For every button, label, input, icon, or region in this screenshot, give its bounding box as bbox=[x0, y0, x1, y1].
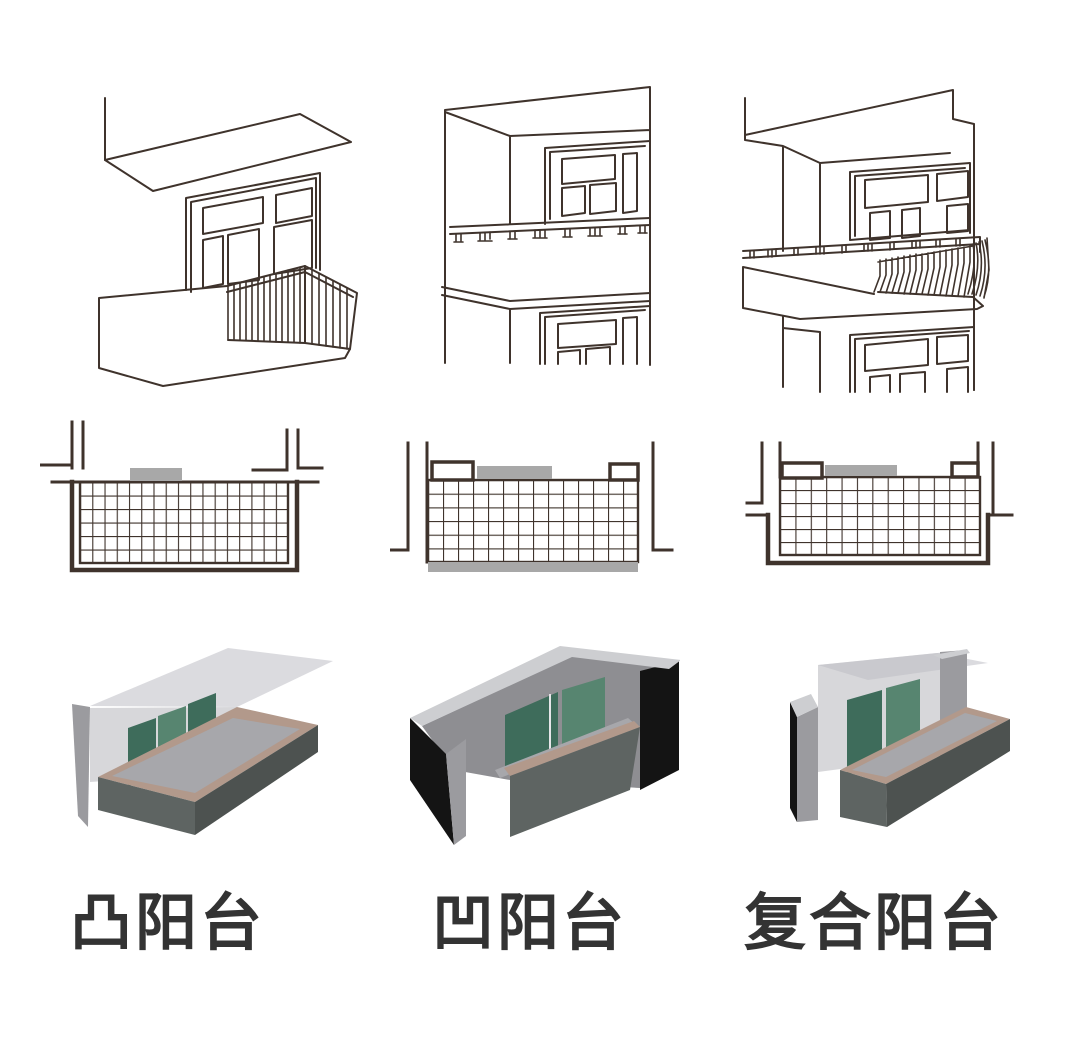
awning-slab bbox=[104, 113, 352, 192]
label-composite-balcony: 复合阳台 bbox=[744, 889, 1005, 958]
lower-window bbox=[539, 305, 651, 365]
side-walls bbox=[390, 441, 674, 564]
open-edge bbox=[428, 562, 638, 572]
wall-end-right bbox=[950, 461, 980, 479]
protruding-balcony-3d-render bbox=[50, 630, 350, 860]
protruding-balcony-elevation-sketch bbox=[60, 80, 380, 400]
glass-panel bbox=[562, 677, 605, 749]
balcony-floor bbox=[852, 713, 997, 777]
door-opening bbox=[825, 465, 897, 476]
floor-hatch-grid bbox=[78, 480, 290, 565]
balcony-slab bbox=[742, 266, 984, 320]
composite-balcony-elevation-sketch bbox=[720, 80, 1020, 410]
parapet-side-face bbox=[886, 719, 1010, 827]
left-column bbox=[797, 707, 818, 822]
lower-window bbox=[782, 326, 975, 393]
parapet-side-face bbox=[195, 725, 318, 835]
glass-panel bbox=[505, 692, 558, 770]
door-opening bbox=[477, 466, 552, 479]
composite-balcony-3d-render bbox=[740, 640, 1040, 860]
recessed-balcony-plan-view bbox=[390, 420, 690, 590]
left-wall-inner bbox=[446, 739, 466, 845]
railing-feet bbox=[453, 232, 648, 243]
side-walls bbox=[40, 420, 324, 472]
upper-window bbox=[849, 162, 971, 241]
label-protruding-balcony: 凸阳台 bbox=[70, 889, 266, 958]
railing-band bbox=[742, 236, 981, 259]
parapet-front-face bbox=[510, 727, 640, 837]
parapet-front-face bbox=[840, 770, 887, 827]
composite-balcony-plan-view bbox=[730, 420, 1030, 590]
door-opening bbox=[130, 468, 182, 481]
balcony-floor bbox=[112, 718, 300, 793]
wall-top-rim bbox=[410, 646, 680, 726]
label-recessed-balcony: 凹阳台 bbox=[432, 889, 628, 958]
balusters bbox=[227, 266, 348, 350]
railing-band bbox=[449, 217, 651, 235]
side-walls bbox=[745, 441, 995, 517]
floor-slab bbox=[441, 286, 651, 364]
parapet-front-face bbox=[98, 777, 195, 835]
left-wall-face bbox=[790, 702, 797, 822]
window-panes bbox=[202, 187, 313, 289]
left-wall-face bbox=[410, 718, 454, 845]
floor-hatch-grid bbox=[426, 478, 640, 564]
wall-end-left bbox=[430, 460, 475, 482]
upper-window bbox=[544, 140, 651, 225]
railing-posts bbox=[455, 225, 646, 242]
recess-frame bbox=[444, 86, 651, 366]
balcony-outer-wall bbox=[69, 479, 300, 573]
floor-hatch-grid bbox=[778, 475, 982, 557]
recessed-balcony-elevation-sketch bbox=[420, 80, 680, 400]
recessed-balcony-3d-render bbox=[400, 630, 680, 860]
baluster-fan bbox=[967, 237, 990, 299]
roof-plane bbox=[90, 648, 333, 707]
window-wall-frame bbox=[185, 172, 321, 293]
protruding-balcony-plan-view bbox=[40, 420, 340, 590]
left-column-top bbox=[790, 694, 818, 717]
wall-end-right bbox=[608, 462, 640, 482]
parapet-rim bbox=[504, 721, 640, 776]
balcony-rails bbox=[226, 265, 354, 350]
curved-balusters bbox=[873, 245, 974, 298]
wall-column bbox=[72, 704, 90, 827]
balcony-outer-wall bbox=[765, 512, 991, 566]
right-column-top bbox=[933, 649, 970, 659]
wall-end-left bbox=[780, 461, 824, 480]
railing-posts bbox=[749, 238, 961, 259]
right-wall-face bbox=[640, 661, 679, 790]
